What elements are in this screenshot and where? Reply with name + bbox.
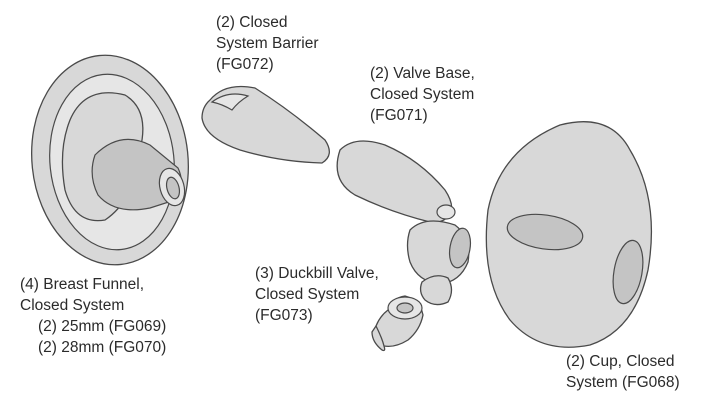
breast-funnel-label: (4) Breast Funnel, Closed System (2) 25m… — [20, 274, 166, 358]
funnel-label-line-4: (2) 28mm (FG070) — [38, 339, 167, 356]
valve-base-label-line-2: Closed System — [370, 86, 475, 103]
cup-label-line-1: (2) Cup, Closed — [566, 353, 675, 370]
duckbill-label-line-2: Closed System — [255, 286, 360, 303]
funnel-label-line-2: Closed System — [20, 297, 125, 314]
cup-label: (2) Cup, Closed System (FG068) — [566, 351, 680, 393]
cup-part — [485, 121, 653, 348]
cup-label-line-2: System (FG068) — [566, 374, 680, 391]
valve-base-label: (2) Valve Base, Closed System (FG071) — [370, 63, 475, 126]
barrier-label-line-1: (2) Closed — [216, 14, 288, 31]
valve-base-part — [336, 140, 472, 306]
barrier-label-line-2: System Barrier — [216, 35, 319, 52]
breast-funnel-part — [31, 54, 189, 266]
valve-base-label-line-3: (FG071) — [370, 107, 428, 124]
duckbill-label-line-3: (FG073) — [255, 307, 313, 324]
duckbill-label-line-1: (3) Duckbill Valve, — [255, 265, 379, 282]
duckbill-valve-label: (3) Duckbill Valve, Closed System (FG073… — [255, 263, 379, 326]
valve-base-label-line-1: (2) Valve Base, — [370, 65, 475, 82]
funnel-label-line-1: (4) Breast Funnel, — [20, 276, 145, 293]
funnel-label-line-3: (2) 25mm (FG069) — [38, 318, 167, 335]
barrier-label-line-3: (FG072) — [216, 56, 274, 73]
barrier-label: (2) Closed System Barrier (FG072) — [216, 12, 319, 75]
barrier-part — [201, 85, 330, 164]
duckbill-valve-part — [371, 295, 424, 352]
